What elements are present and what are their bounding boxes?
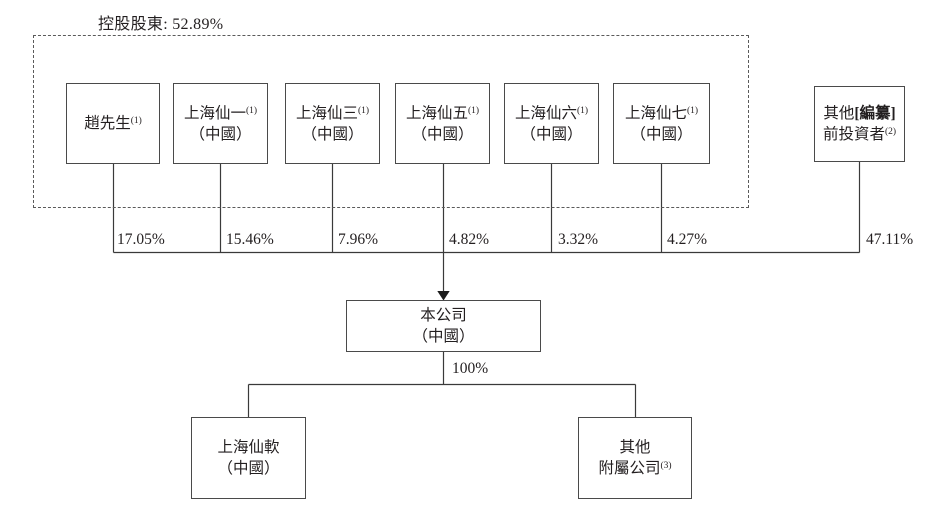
node-country: （中國）: [630, 125, 693, 143]
node-label: 上海仙三(1): [295, 104, 370, 122]
node-country: （中國）: [301, 125, 364, 143]
node-shanghai-xian-qi: 上海仙七(1) （中國）: [613, 83, 710, 164]
node-label-line2: 前投資者(2): [822, 126, 897, 143]
stake-label-xian-wu: 4.82%: [449, 231, 490, 248]
node-label: 其他[編纂]: [823, 105, 896, 122]
controlling-shareholders-dashed-group: [33, 35, 749, 208]
node-shanghai-xian-liu: 上海仙六(1) （中國）: [504, 83, 599, 164]
node-country: （中國）: [189, 125, 252, 143]
ownership-100-label: 100%: [452, 360, 489, 377]
node-country: （中國）: [411, 125, 474, 143]
node-shanghai-xian-yi: 上海仙一(1) （中國）: [173, 83, 268, 164]
node-label: 本公司: [420, 307, 467, 324]
node-label: 趙先生(1): [84, 115, 142, 132]
footnote-marker: (1): [576, 105, 589, 116]
node-country: （中國）: [520, 125, 583, 143]
node-country: （中國）: [412, 328, 475, 345]
node-label-line2: 附屬公司(3): [598, 460, 672, 477]
node-label: 上海仙六(1): [514, 104, 589, 122]
stake-label-xian-san: 7.96%: [338, 231, 379, 248]
stake-label-zhao: 17.05%: [117, 231, 165, 248]
arrowhead-down-icon: [437, 291, 450, 301]
node-shanghai-xian-san: 上海仙三(1) （中國）: [285, 83, 380, 164]
node-label: 其他: [619, 439, 651, 456]
footnote-marker: (1): [467, 105, 480, 116]
node-mr-zhao: 趙先生(1): [66, 83, 160, 164]
node-other-pre-investors: 其他[編纂] 前投資者(2): [814, 86, 905, 162]
footnote-marker: (2): [884, 127, 897, 137]
node-the-company: 本公司 （中國）: [346, 300, 541, 352]
footnote-marker: (1): [686, 105, 699, 116]
node-country: （中國）: [217, 460, 280, 477]
footnote-marker: (3): [660, 461, 672, 471]
stake-label-xian-liu: 3.32%: [558, 231, 599, 248]
node-shanghai-xianruan: 上海仙軟 （中國）: [191, 417, 306, 499]
footnote-marker: (1): [130, 116, 142, 126]
footnote-marker: (1): [357, 105, 370, 116]
node-label: 上海仙一(1): [183, 104, 258, 122]
node-shanghai-xian-wu: 上海仙五(1) （中國）: [395, 83, 490, 164]
node-label: 上海仙七(1): [624, 104, 699, 122]
redacted-marker: [編纂]: [854, 105, 896, 122]
stake-label-xian-qi: 4.27%: [667, 231, 708, 248]
stake-label-other-pre-investors: 47.11%: [866, 231, 914, 248]
node-other-subsidiaries: 其他 附屬公司(3): [578, 417, 692, 499]
controlling-shareholders-label: 控股股東: 52.89%: [98, 16, 224, 33]
footnote-marker: (1): [245, 105, 258, 116]
node-label: 上海仙軟: [217, 439, 280, 456]
node-label: 上海仙五(1): [405, 104, 480, 122]
stake-label-xian-yi: 15.46%: [226, 231, 274, 248]
